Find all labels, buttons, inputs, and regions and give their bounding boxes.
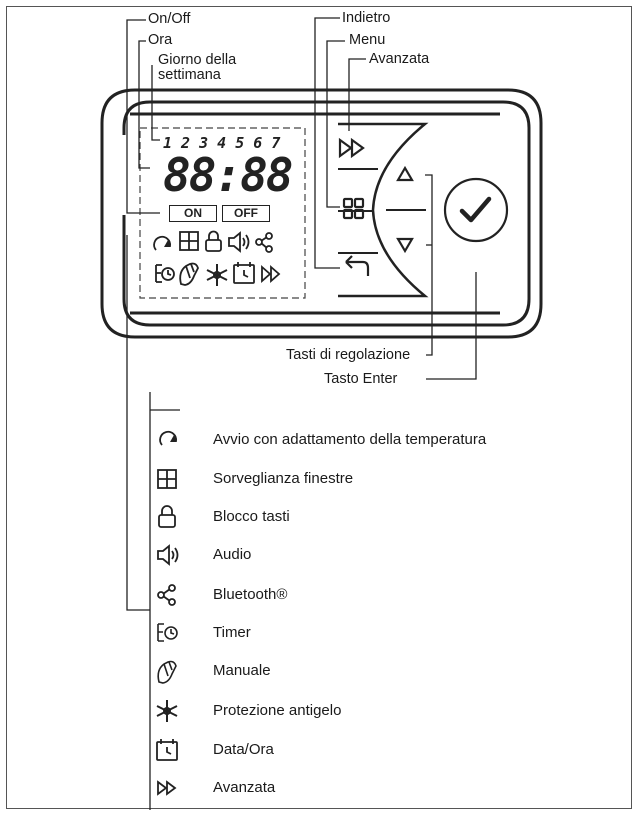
legend-label: Avanzata: [213, 779, 276, 796]
callout-advanced: Avanzata: [369, 51, 430, 67]
legend-row-manual: Manuale: [150, 656, 590, 686]
callout-menu: Menu: [349, 32, 386, 48]
legend-row-lock: Blocco tasti: [150, 502, 590, 532]
window-icon: [157, 469, 177, 489]
legend-row-date-time: Data/Ora: [150, 735, 590, 765]
hand-icon: [157, 660, 177, 684]
weekday-numbers: 1 2 3 4 5 6 7: [163, 134, 281, 152]
calendar-clock-icon: [156, 739, 178, 761]
legend-label: Data/Ora: [213, 741, 274, 758]
off-indicator: OFF: [222, 205, 270, 222]
legend-label: Avvio con adattamento della temperatura: [213, 431, 487, 448]
device-outline: [100, 88, 543, 339]
legend-row-window: Sorveglianza finestre: [150, 464, 590, 494]
legend-row-refresh: Avvio con adattamento della temperatura: [150, 425, 590, 455]
legend-label: Bluetooth®: [213, 586, 288, 603]
callout-adjust-keys: Tasti di regolazione: [286, 347, 411, 363]
legend-row-timer: Timer: [150, 618, 590, 648]
legend-label: Audio: [213, 546, 252, 563]
speaker-icon: [157, 544, 179, 566]
lock-icon: [158, 505, 176, 528]
refresh-icon: [159, 430, 177, 446]
diagram-frame: [6, 6, 632, 809]
callout-lines-right: [314, 17, 477, 380]
time-digits: 88:88: [163, 148, 293, 202]
legend-label: Timer: [213, 624, 251, 641]
on-indicator: ON: [169, 205, 217, 222]
legend-row-audio: Audio: [150, 540, 590, 570]
legend-label: Blocco tasti: [213, 508, 290, 525]
timer-icon: [157, 623, 178, 642]
legend-row-antifreeze: Protezione antigelo: [150, 696, 590, 726]
callout-hour: Ora: [148, 32, 173, 48]
callout-on-off: On/Off: [148, 11, 191, 27]
callout-back: Indietro: [342, 10, 391, 26]
callout-weekday: Giorno della settimana: [158, 52, 237, 83]
legend-label: Sorveglianza finestre: [213, 470, 354, 487]
bluetooth-share-icon: [157, 584, 176, 606]
legend-label: Protezione antigelo: [213, 702, 342, 719]
legend-row-bluetooth: Bluetooth®: [150, 580, 590, 610]
snowflake-icon: [156, 700, 178, 722]
fast-forward-icon: [157, 780, 177, 796]
callout-lines-left: [126, 19, 160, 810]
legend-label: Manuale: [213, 662, 271, 679]
callout-enter-key: Tasto Enter: [324, 371, 398, 387]
legend-row-advanced: Avanzata: [150, 773, 590, 803]
